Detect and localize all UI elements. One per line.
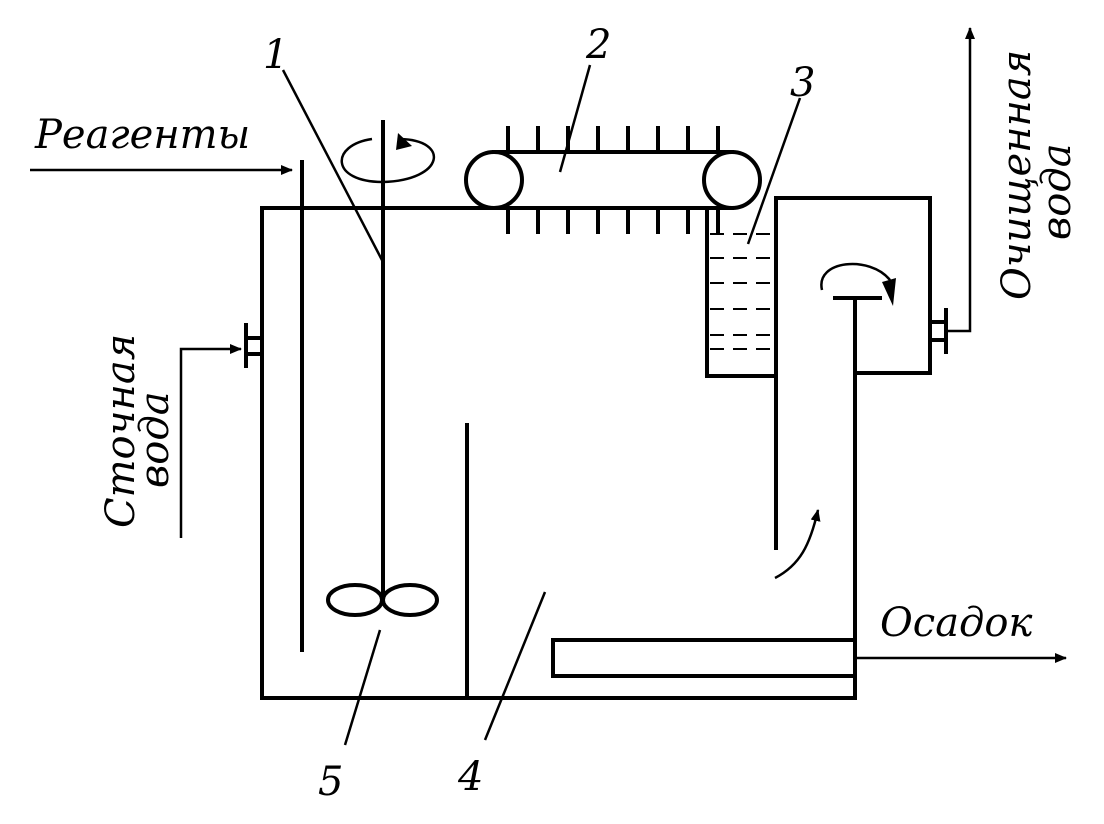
label-number-1: 1 bbox=[263, 32, 288, 78]
label-number-4: 4 bbox=[457, 754, 483, 800]
wastewater-inlet-arrow bbox=[179, 344, 242, 538]
leader-line-5 bbox=[343, 629, 382, 746]
label-number-3: 3 bbox=[790, 60, 815, 106]
leader-line-4 bbox=[483, 591, 547, 741]
clarifier-compartment bbox=[774, 196, 932, 550]
flow-arrow-up bbox=[774, 509, 821, 580]
leader-line-1 bbox=[281, 69, 385, 263]
leader-line-3 bbox=[746, 97, 802, 245]
label-treated-water: Очищенная вода bbox=[994, 50, 1080, 300]
label-reagents: Реагенты bbox=[34, 112, 250, 158]
label-number-2: 2 bbox=[585, 22, 611, 68]
leader-line-2 bbox=[558, 64, 592, 173]
label-sediment: Осадок bbox=[880, 600, 1032, 646]
foam-scraper-conveyor bbox=[464, 126, 762, 234]
label-treated-line1: Очищенная bbox=[994, 50, 1040, 300]
label-wastewater-line1: Сточная bbox=[98, 334, 144, 528]
main-tank bbox=[260, 206, 857, 700]
wastewater-inlet-nozzle bbox=[244, 323, 264, 368]
foam-collector bbox=[705, 206, 778, 378]
label-treated-line2: вода bbox=[1034, 143, 1080, 240]
treated-water-outlet-nozzle bbox=[928, 308, 948, 354]
label-wastewater: Сточная вода bbox=[98, 334, 178, 528]
stirrer bbox=[326, 120, 439, 617]
sediment-pipe bbox=[551, 638, 857, 678]
label-wastewater-line2: вода bbox=[132, 391, 178, 488]
treated-water-outlet-arrow bbox=[948, 27, 975, 333]
clarifier-rotation-arrow bbox=[820, 262, 896, 306]
shaft-rotation-arrow bbox=[340, 133, 436, 184]
label-number-5: 5 bbox=[318, 759, 343, 805]
